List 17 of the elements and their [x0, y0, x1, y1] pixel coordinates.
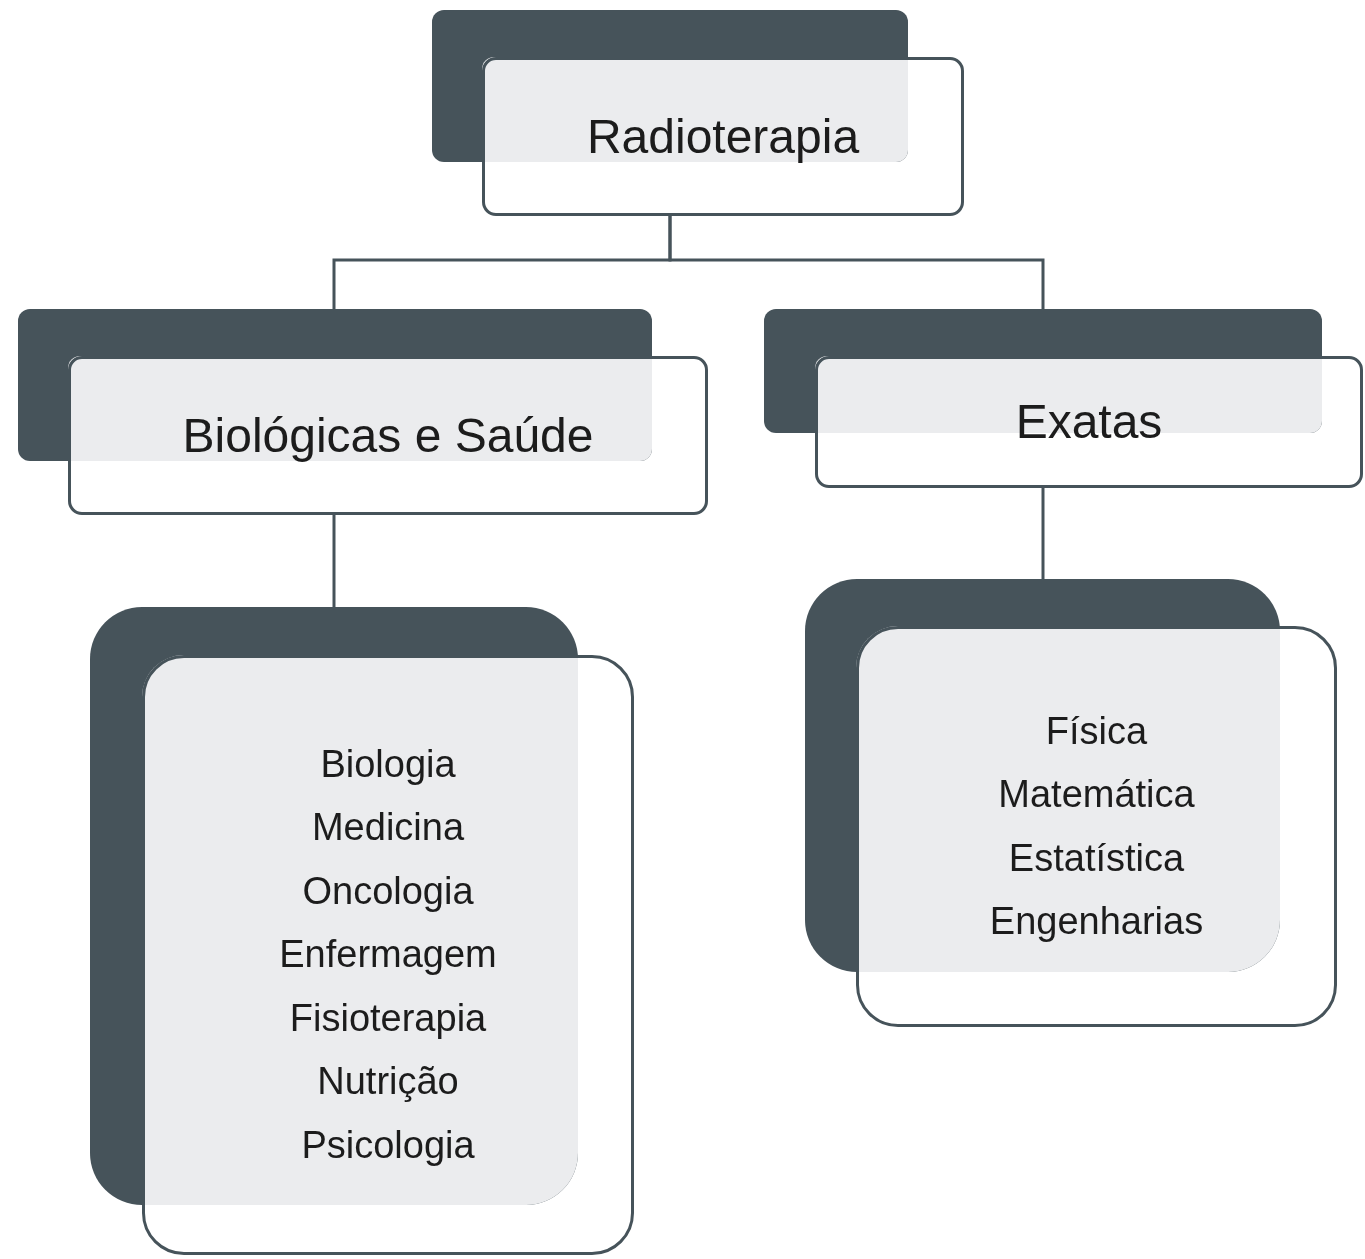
connector-line [668, 216, 1045, 309]
discipline-label: Oncologia [302, 868, 474, 914]
discipline-label: Estatística [1008, 835, 1185, 881]
discipline-label: Nutrição [317, 1059, 459, 1105]
connector-line [1041, 488, 1045, 579]
discipline-label: Engenharias [989, 899, 1204, 944]
discipline-label: Medicina [311, 805, 465, 851]
discipline-label: Matemática [998, 772, 1195, 817]
discipline-label: Psicologia [301, 1122, 475, 1168]
category-label: Biológicas e Saúde [182, 407, 594, 464]
discipline-label: Física [1045, 708, 1148, 754]
category-label: Exatas [1015, 394, 1163, 450]
discipline-label: Biologia [320, 741, 456, 787]
category-label: Radioterapia [586, 108, 860, 165]
discipline-label: Enfermagem [279, 932, 497, 978]
connector-line [332, 515, 336, 607]
discipline-label: Fisioterapia [289, 995, 487, 1041]
